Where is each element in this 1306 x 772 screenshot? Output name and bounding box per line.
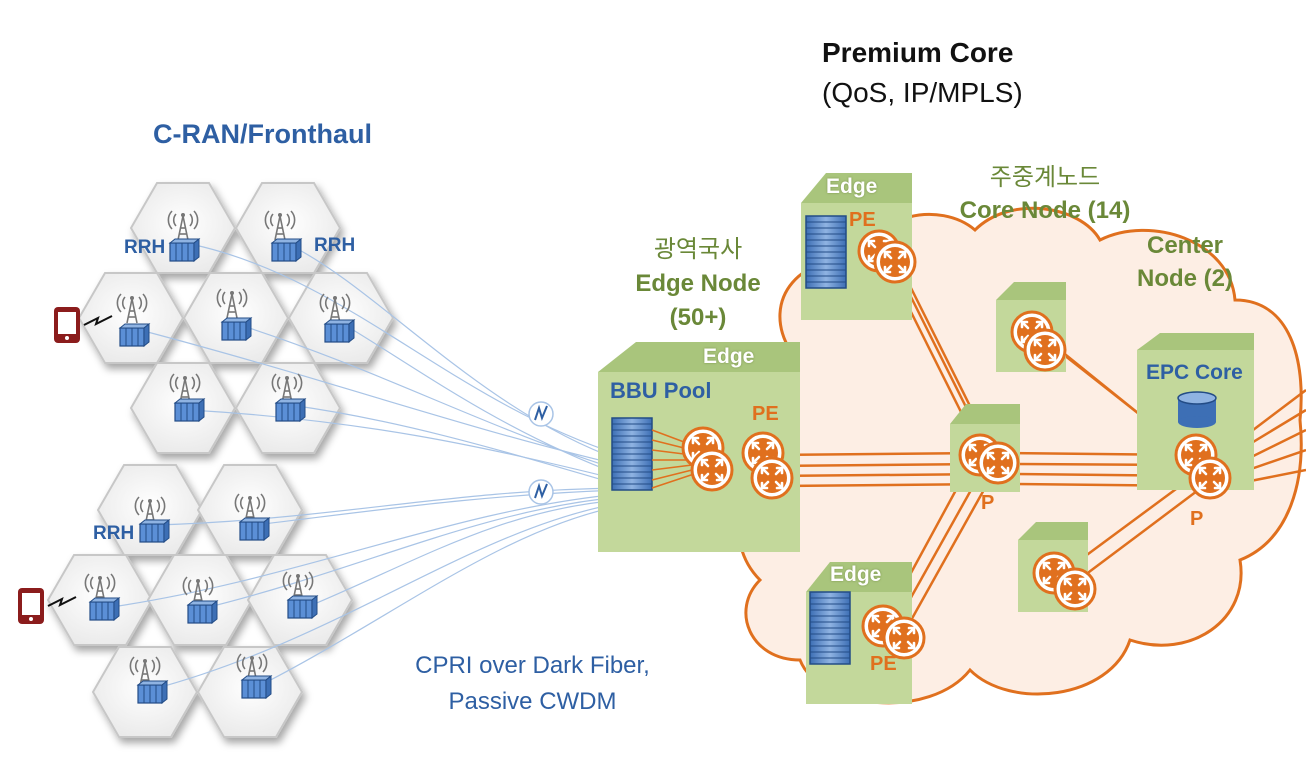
- pe-label: PE: [870, 653, 897, 675]
- bbu-pool-label: BBU Pool: [610, 378, 712, 403]
- fronthaul-note-line2: Passive CWDM: [448, 688, 617, 715]
- edge-node-korean: 광역국사: [653, 236, 743, 263]
- edge-node-label: Edge Node: [635, 270, 761, 297]
- fronthaul-fibers: [104, 244, 621, 691]
- edge-node-count: (50+): [669, 304, 727, 331]
- rrh-label: RRH: [93, 523, 135, 544]
- mobile-phone-icon: [18, 588, 77, 624]
- p-label: P: [981, 492, 995, 514]
- pe-label: PE: [752, 403, 779, 425]
- cwdm-filter-icon: [528, 479, 554, 505]
- server-rack-icon: [611, 417, 653, 491]
- fronthaul-note-line1: CPRI over Dark Fiber,: [415, 652, 650, 679]
- server-rack-icon: [809, 591, 851, 665]
- rrh-label: RRH: [314, 235, 356, 256]
- edge-box-label: Edge: [826, 175, 878, 198]
- page-title: Premium Core: [822, 37, 1014, 68]
- center-node-line1: Center: [1146, 232, 1224, 259]
- server-rack-icon: [805, 215, 847, 289]
- cran-title: C-RAN/Fronthaul: [153, 119, 372, 149]
- p-label: P: [1190, 508, 1204, 530]
- center-node-line2: Node (2): [1137, 265, 1233, 292]
- epc-core-label: EPC Core: [1146, 361, 1243, 384]
- pe-label: PE: [849, 209, 876, 231]
- cwdm-filter-icon: [528, 401, 554, 427]
- core-node-label: Core Node (14): [959, 197, 1131, 224]
- mobile-phone-icon: [54, 307, 113, 343]
- page-subtitle: (QoS, IP/MPLS): [822, 77, 1023, 108]
- rrh-label: RRH: [124, 237, 166, 258]
- edge-box-label: Edge: [830, 563, 882, 586]
- edge-box-label: Edge: [703, 345, 755, 368]
- core-node-korean: 주중계노드: [989, 164, 1101, 191]
- database-icon: [1177, 391, 1217, 428]
